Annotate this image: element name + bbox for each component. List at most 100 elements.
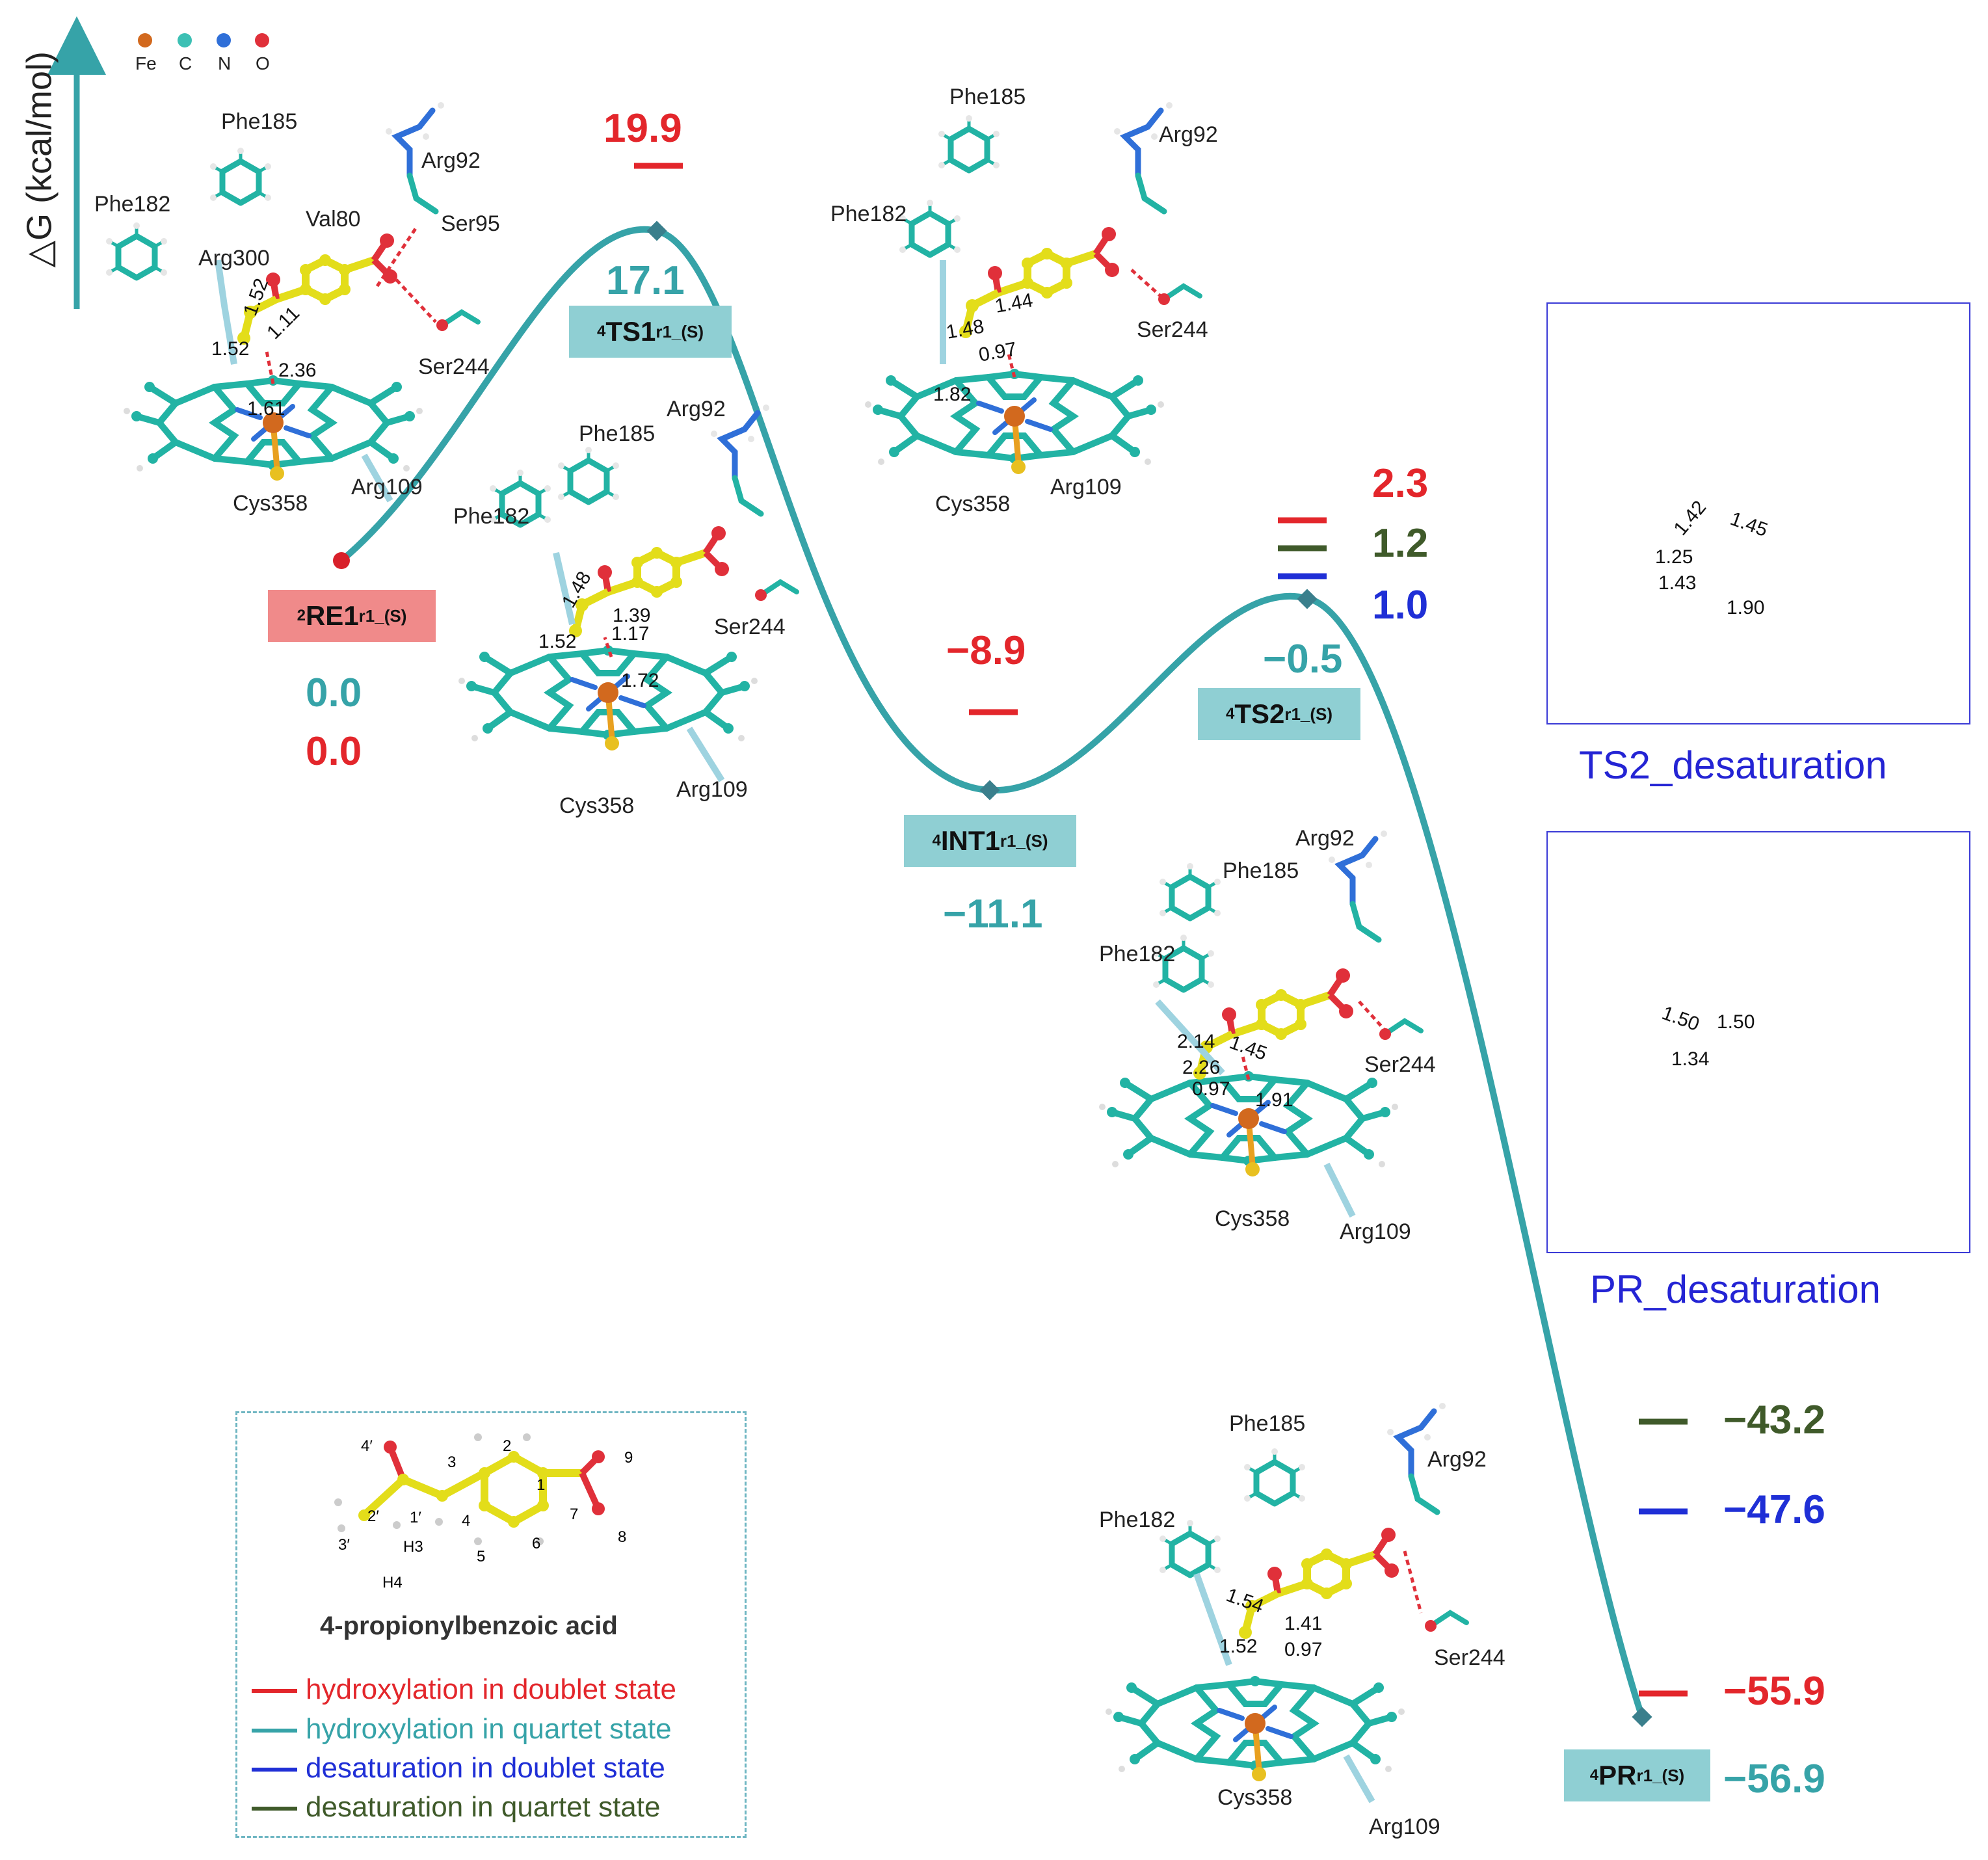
pr-quartet-value: −56.9 [1723,1757,1825,1801]
ts1-distance-2: 1.39 [613,605,651,626]
legend-swatch-quartet-hyd [252,1729,297,1733]
legend-atom-label-4: 4 [462,1512,471,1530]
re1-residue-arg92: Arg92 [421,148,481,173]
pr-residue-ser244: Ser244 [1434,1645,1505,1670]
int1-residue-arg109: Arg109 [1050,475,1122,499]
y-axis-label: △G (kcal/mol) [20,51,59,268]
int1-doublet-value: −8.9 [946,628,1026,673]
legend-atom-label-2p: 2′ [367,1508,379,1525]
ts1-spin: 4 [596,323,606,340]
re1-residue-phe185: Phe185 [221,109,298,134]
ts2-quartet-des-value: 1.2 [1372,521,1429,566]
ts1-residue-arg92: Arg92 [667,397,726,421]
legend-atom-label-h3: H3 [403,1538,423,1556]
legend-atom-label-5: 5 [477,1548,486,1565]
int1-residue-phe185: Phe185 [949,85,1026,109]
ts1-doublet-value: 19.9 [603,106,682,151]
quartet-energy-curve [338,226,1645,1720]
legend-label-quartet-hyd: hydroxylation in quartet state [306,1713,672,1745]
fe-atom-swatch [138,33,152,47]
pr-spin: 4 [1589,1766,1599,1784]
ts1-residue-cys358: Cys358 [559,793,635,818]
pr-residue-arg109: Arg109 [1369,1814,1440,1839]
ts1-distance-5: 1.72 [621,670,659,691]
ts2-distance-3: 2.26 [1182,1057,1221,1078]
re1-residue-arg300: Arg300 [198,246,270,271]
ts2-sub: r1_(S) [1284,704,1333,724]
int1-spin: 4 [932,832,941,849]
pr-des-distance-3: 1.34 [1671,1048,1710,1070]
ts2-point [1297,589,1318,609]
pr-residue-cys358: Cys358 [1217,1785,1293,1810]
ts1-residue-ser244: Ser244 [714,615,786,639]
int1-residue-arg92: Arg92 [1159,122,1218,147]
pr-quartet-des-value: −43.2 [1723,1398,1825,1442]
o-atom-swatch [255,33,269,47]
legend-atom-label-8: 8 [618,1528,627,1546]
pr-residue-arg92: Arg92 [1427,1447,1487,1472]
legend-atom-label-1: 1 [537,1476,546,1494]
re1-distance-4: 2.36 [278,360,317,381]
legend-swatch-doublet-des [252,1768,297,1772]
ts2-residue-ser244: Ser244 [1364,1052,1436,1077]
ts2-residue-phe185: Phe185 [1223,858,1299,883]
int1-distance-4: 1.82 [933,384,972,405]
atom-key-fe: Fe [135,53,157,73]
re1-spin: 2 [297,607,306,624]
legend-swatch-doublet-hyd [252,1689,297,1693]
ts1-residue-phe182: Phe182 [453,504,530,529]
legend-label-doublet-des: desaturation in doublet state [306,1752,665,1784]
atom-key-o: O [256,53,270,73]
ts1-sub: r1_(S) [656,321,704,341]
re1-residue-cys358: Cys358 [233,491,308,516]
ts2-distance-5: 1.91 [1255,1089,1293,1111]
legend-atom-label-7: 7 [570,1506,579,1523]
n-atom-swatch [217,33,231,47]
pr-des-distance-2: 1.50 [1717,1011,1755,1033]
legend-molecule-name: 4-propionylbenzoic acid [320,1612,618,1640]
int1-residue-ser244: Ser244 [1137,317,1208,342]
ts1-distance-4: 1.17 [611,623,650,644]
pr-distance-2: 1.41 [1284,1613,1323,1634]
re1-sub: r1_(S) [358,605,407,626]
ts2-doublet-hyd-value: 2.3 [1372,461,1429,506]
int1-label: INT1 [940,825,1000,856]
re1-quartet-value: 0.0 [306,671,362,715]
legend-molecule [334,1433,605,1545]
ts2-des-distance-3: 1.25 [1655,546,1693,568]
ts2-desaturation-title: TS2_desaturation [1579,743,1887,787]
ts1-quartet-value: 17.1 [606,258,685,303]
pr-doublet-des-value: −47.6 [1723,1487,1825,1532]
pr-residue-phe182: Phe182 [1099,1508,1176,1532]
legend-label-doublet-hyd: hydroxylation in doublet state [306,1673,676,1705]
legend-atom-label-2: 2 [503,1437,512,1455]
ts2-residue-arg92: Arg92 [1295,826,1355,851]
re1-structure [106,102,478,503]
ts2-quartet-value: −0.5 [1263,637,1343,682]
pr-distance-4: 0.97 [1284,1639,1323,1660]
ts2-des-distance-4: 1.43 [1658,572,1697,594]
pr-residue-phe185: Phe185 [1229,1411,1306,1436]
ts1-structure [458,405,797,782]
ts2-spin: 4 [1225,705,1235,723]
ts1-residue-phe185: Phe185 [579,421,656,446]
re1-point [333,552,350,569]
re1-residue-val80: Val80 [306,207,361,232]
legend-box [235,1411,747,1838]
legend-label-quartet-des: desaturation in quartet state [306,1791,661,1823]
int1-quartet-value: −11.1 [943,892,1043,937]
ts2-doublet-des-value: 1.0 [1372,583,1429,628]
c-atom-swatch [178,33,192,47]
ts1-point [646,220,667,241]
ts2-label: TS2 [1234,698,1285,729]
ts2-residue-arg109: Arg109 [1340,1219,1411,1244]
ts2-distance-1: 2.14 [1177,1031,1215,1052]
legend-atom-label-1p: 1′ [410,1509,421,1526]
legend-atom-label-3p: 3′ [338,1536,350,1554]
re1-label: RE1 [305,600,359,631]
legend-atom-label-6: 6 [532,1535,541,1552]
pr-desaturation-title: PR_desaturation [1590,1268,1881,1311]
